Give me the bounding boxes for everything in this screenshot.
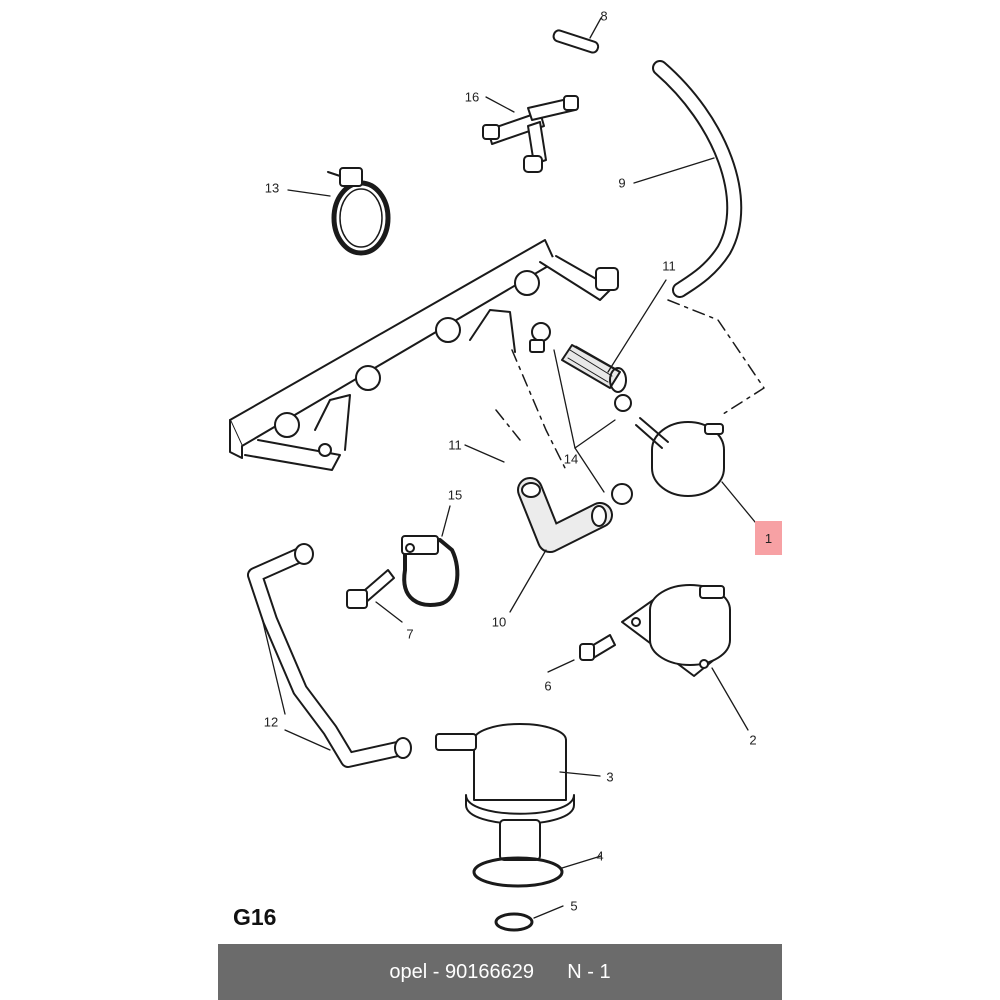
part-16-t-connector [482, 95, 579, 173]
part-8-pin [552, 29, 600, 54]
footer-bar: opel - 90166629 N - 1 [218, 944, 782, 1000]
assembly-guide-lines [495, 299, 765, 471]
callout-7: 7 [406, 626, 414, 642]
footer-part-number: 90166629 [444, 960, 534, 983]
callout-14: 14 [563, 451, 579, 467]
footer-gap [534, 961, 567, 984]
part-3-fuel-filter [435, 723, 575, 861]
callout-1: 1 [764, 530, 773, 546]
callout-6: 6 [544, 678, 552, 694]
fuel-rail [229, 239, 619, 471]
part-15-clamp [401, 535, 460, 607]
callout-2: 2 [749, 732, 757, 748]
callout-12: 12 [263, 714, 279, 730]
callout-13: 13 [264, 180, 280, 196]
footer-brand: opel [389, 960, 428, 983]
part-4-o-ring [472, 856, 564, 888]
callout-11-lower: 11 [448, 437, 462, 453]
part-9-hose [652, 60, 743, 298]
leader-lines [261, 17, 761, 919]
callout-16: 16 [464, 89, 480, 105]
callout-15: 15 [447, 487, 463, 503]
footer-separator: - [427, 960, 445, 983]
callout-1-highlight: 1 [755, 521, 782, 555]
callout-11-upper: 11 [662, 258, 676, 274]
part-14-small-clamps [529, 322, 633, 505]
callout-4: 4 [596, 848, 604, 864]
part-12-hose [247, 543, 412, 768]
callout-10: 10 [491, 614, 507, 630]
callout-8: 8 [600, 8, 608, 24]
callout-3: 3 [606, 769, 614, 785]
callout-5: 5 [570, 898, 578, 914]
part-13-clamp [327, 167, 391, 256]
part-6-screw [579, 634, 616, 661]
part-7-bolt [346, 569, 395, 609]
footer-quantity: N - 1 [567, 960, 611, 983]
callout-9: 9 [618, 175, 626, 191]
part-11-braided-hose [561, 344, 627, 393]
part-2-regulator [621, 584, 731, 677]
part-10-bent-hose [517, 477, 613, 553]
section-code: G16 [233, 904, 277, 930]
part-1-pressure-regulator [635, 417, 725, 497]
part-5-washer [494, 912, 534, 932]
